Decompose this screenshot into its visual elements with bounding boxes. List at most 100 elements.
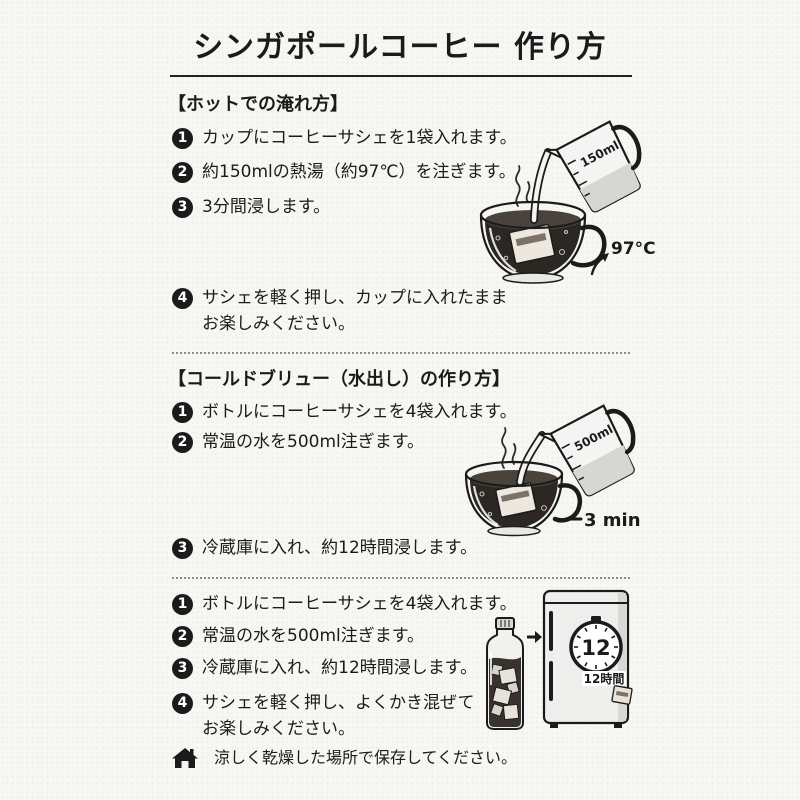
water-stream — [517, 432, 545, 485]
cup-handle — [570, 224, 607, 268]
step-text: 3分間浸します。 — [202, 197, 331, 217]
step-text: 冷蔵庫に入れ、約12時間浸します。 — [202, 538, 478, 558]
tick — [567, 159, 577, 165]
bottle-fridge-illustration: 12 12時間 — [486, 589, 633, 730]
tick — [576, 655, 581, 659]
step-number-badge: 2 — [172, 162, 193, 183]
bubble — [487, 511, 493, 517]
sachet-band — [615, 691, 629, 698]
bubble — [503, 255, 509, 261]
tick — [611, 655, 616, 659]
page-title: シンガポールコーヒー 作り方 — [193, 30, 607, 65]
tick — [578, 476, 585, 481]
bubble — [495, 235, 501, 241]
tick — [584, 192, 591, 197]
heat-arrow — [590, 255, 606, 276]
cup-base — [487, 525, 541, 537]
tick — [578, 180, 588, 187]
step-number-badge: 4 — [172, 693, 193, 714]
fridge-handle — [549, 661, 553, 701]
step-text: カップにコーヒーサシェを1袋入れます。 — [202, 128, 517, 148]
section-divider — [172, 352, 630, 354]
fridge-side-shade — [618, 593, 626, 721]
house-shape — [172, 748, 198, 768]
house-chimney — [190, 749, 194, 756]
step-number-badge: 2 — [172, 432, 193, 453]
to-fridge-arrowhead — [535, 631, 542, 643]
sachet-band — [500, 490, 530, 502]
tick — [572, 464, 582, 471]
coffee-sachet — [495, 482, 537, 518]
cold-step-3: 3 冷蔵庫に入れ、約12時間浸します。 — [170, 536, 530, 560]
loose-sachet — [611, 685, 633, 705]
sachet-band — [515, 233, 547, 247]
ice-cube — [489, 702, 505, 718]
title-underline — [170, 75, 632, 77]
fridge-handle — [549, 611, 553, 651]
tick — [566, 455, 573, 460]
steep-time-label: 3 min — [584, 510, 641, 531]
measuring-cup-water — [572, 444, 634, 496]
step-number-badge: 3 — [172, 658, 193, 679]
bottle-step-4: 4 サシェを軽く押し、よくかき混ぜて お楽しみください。 — [170, 691, 530, 739]
step-text: 約150mlの熱湯（約97℃）を注ぎます。 — [202, 162, 516, 182]
measuring-cup-handle — [605, 408, 636, 455]
storage-note: 涼しく乾燥した場所で保存してください。 — [214, 748, 518, 767]
cold-step-1: 1 ボトルにコーヒーサシェを4袋入れます。 — [170, 400, 530, 424]
bottle-sachet — [498, 667, 518, 685]
measuring-cup-water — [579, 162, 640, 212]
coffee-surface — [470, 470, 558, 488]
bubble — [559, 249, 565, 255]
cold-brew-section-heading: 【コールドブリュー（水出し）の作り方】 — [168, 369, 510, 390]
tick — [584, 662, 588, 667]
measuring-ticks — [561, 443, 585, 481]
hot-step-2: 2 約150mlの熱湯（約97℃）を注ぎます。 — [170, 160, 530, 184]
bottle-step-3: 3 冷蔵庫に入れ、約12時間浸します。 — [170, 656, 530, 680]
tick — [561, 443, 571, 449]
hot-step-3: 3 3分間浸します。 — [170, 195, 530, 219]
coffee-sachet — [508, 223, 556, 265]
steam-line — [525, 181, 531, 203]
step-number-badge: 2 — [172, 626, 193, 647]
section-divider — [172, 577, 630, 579]
glass-highlight — [488, 227, 517, 272]
bottle — [486, 617, 524, 730]
step-text: 常温の水を500ml注ぎます。 — [202, 626, 425, 646]
hot-brew-illustration: 150ml 97°C — [479, 120, 656, 284]
hot-step-4: 4 サシェを軽く押し、カップに入れたまま お楽しみください。 — [170, 286, 530, 334]
clock-number: 12 — [581, 636, 610, 660]
heat-arrowhead — [601, 253, 609, 262]
bubble — [479, 491, 485, 497]
step-text-line-2: お楽しみください。 — [202, 314, 355, 334]
temperature-label: 97°C — [611, 239, 656, 259]
tick — [584, 627, 588, 632]
tick — [572, 171, 579, 176]
measuring-cup: 150ml — [544, 120, 642, 213]
steam-line — [515, 165, 521, 207]
step-number-badge: 3 — [172, 197, 193, 218]
house-icon — [172, 748, 198, 768]
bottle-sachet — [491, 686, 513, 706]
glass-highlight — [472, 485, 499, 526]
step-number-badge: 1 — [172, 128, 193, 149]
measuring-cup: 500ml — [538, 404, 636, 497]
hot-section-heading: 【ホットでの淹れ方】 — [168, 94, 348, 115]
water-stream — [531, 149, 551, 223]
step-text-line-2: お楽しみください。 — [202, 719, 355, 739]
measuring-ticks — [567, 159, 591, 197]
step-text: ボトルにコーヒーサシェを4袋入れます。 — [202, 402, 517, 422]
bubbles — [479, 491, 547, 517]
step-text: 冷蔵庫に入れ、約12時間浸します。 — [202, 658, 478, 678]
bottle-step-2: 2 常温の水を500ml注ぎます。 — [170, 624, 530, 648]
hot-step-1: 1 カップにコーヒーサシェを1袋入れます。 — [170, 126, 530, 150]
bubbles — [495, 230, 568, 261]
bubble — [541, 505, 547, 511]
step-number-badge: 4 — [172, 288, 193, 309]
steep-duration-label: 12時間 — [584, 671, 625, 686]
tick — [604, 627, 608, 632]
bubble — [564, 230, 568, 234]
clock-ticks — [574, 625, 618, 669]
tick — [611, 635, 616, 639]
cup-base — [502, 272, 564, 284]
step-text: サシェを軽く押し、よくかき混ぜて — [202, 693, 475, 713]
